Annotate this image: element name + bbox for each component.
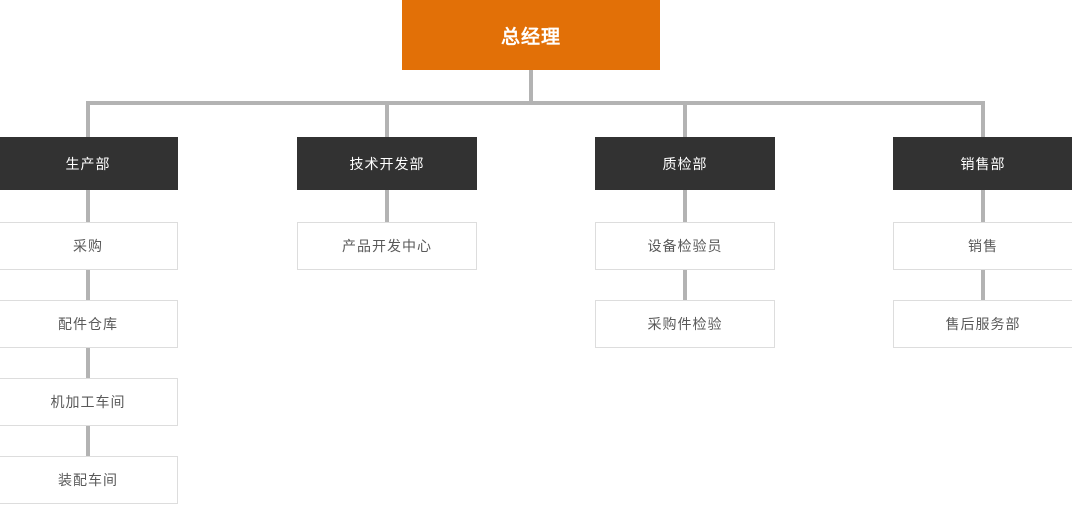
- connector-drop-sales: [981, 101, 985, 137]
- connector-quality-child1: [683, 190, 687, 222]
- connector-level1-horizontal: [86, 101, 985, 105]
- connector-sales-child1: [981, 190, 985, 222]
- node-quality-dept: 质检部: [595, 137, 775, 190]
- connector-production-child4: [86, 426, 90, 456]
- connector-sales-child2: [981, 270, 985, 300]
- node-after-sales-service: 售后服务部: [893, 300, 1072, 348]
- connector-production-child1: [86, 190, 90, 222]
- connector-drop-production: [86, 101, 90, 137]
- connector-techdev-child1: [385, 190, 389, 222]
- connector-production-child3: [86, 348, 90, 378]
- node-general-manager: 总经理: [402, 0, 660, 70]
- node-purchased-parts-inspection: 采购件检验: [595, 300, 775, 348]
- node-parts-warehouse: 配件仓库: [0, 300, 178, 348]
- connector-drop-quality: [683, 101, 687, 137]
- node-sales: 销售: [893, 222, 1072, 270]
- node-machining-workshop: 机加工车间: [0, 378, 178, 426]
- node-sales-dept: 销售部: [893, 137, 1072, 190]
- node-procurement: 采购: [0, 222, 178, 270]
- node-equipment-inspector: 设备检验员: [595, 222, 775, 270]
- connector-quality-child2: [683, 270, 687, 300]
- node-product-dev-center: 产品开发中心: [297, 222, 477, 270]
- node-production-dept: 生产部: [0, 137, 178, 190]
- connector-root-trunk: [529, 70, 533, 101]
- connector-drop-tech-dev: [385, 101, 389, 137]
- connector-production-child2: [86, 270, 90, 300]
- node-assembly-workshop: 装配车间: [0, 456, 178, 504]
- node-tech-dev-dept: 技术开发部: [297, 137, 477, 190]
